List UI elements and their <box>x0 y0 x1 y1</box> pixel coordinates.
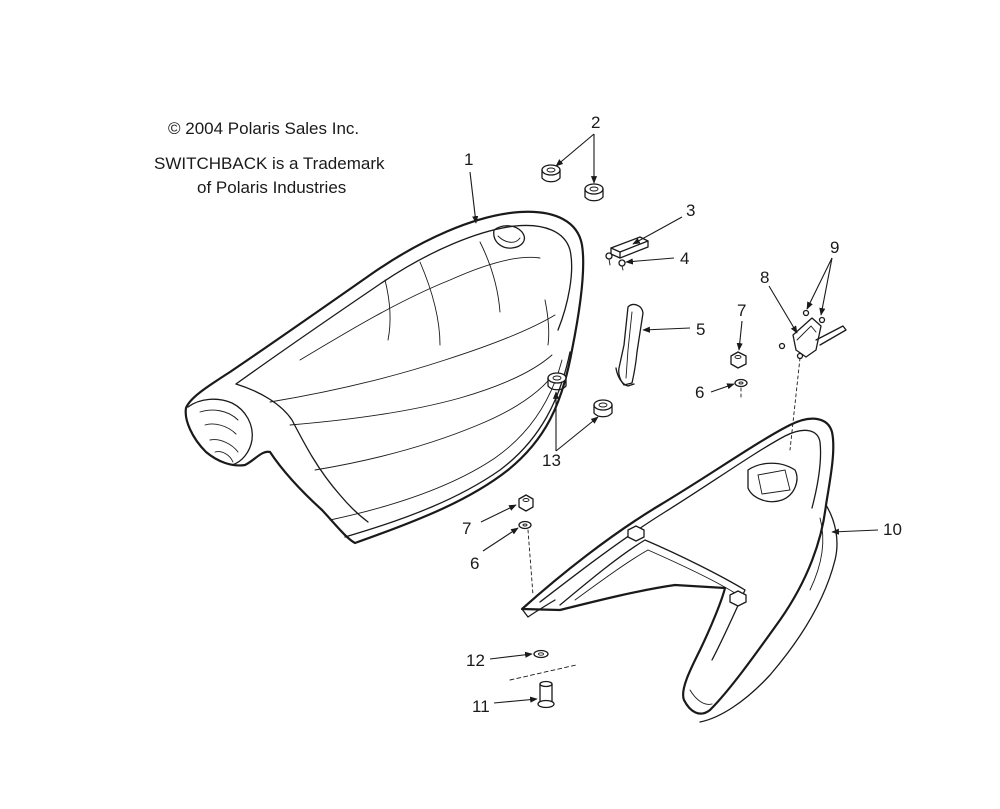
copyright-note: © 2004 Polaris Sales Inc. <box>168 119 359 138</box>
mounting-bolt <box>537 680 555 709</box>
callout-11: 11 <box>472 697 490 716</box>
callout-6-right: 6 <box>695 383 704 402</box>
callout-3: 3 <box>686 201 695 220</box>
screw-pair <box>605 252 626 271</box>
callout-5: 5 <box>696 320 705 339</box>
callout-labels: 1 2 3 4 5 7 6 8 9 10 13 7 6 12 11 <box>462 113 902 716</box>
grommet-pair-upper <box>541 164 604 202</box>
leader-lines <box>469 133 879 704</box>
grommet-pair-lower <box>547 372 613 418</box>
callout-2: 2 <box>591 113 600 132</box>
bottom-washer <box>509 649 577 681</box>
seat-latch <box>778 309 847 451</box>
callout-13: 13 <box>542 451 561 470</box>
latch-bracket <box>610 236 649 259</box>
callout-9: 9 <box>830 238 839 257</box>
callout-12: 12 <box>466 651 485 670</box>
callout-7-right: 7 <box>737 301 746 320</box>
nut-washer-right <box>730 351 748 401</box>
trademark-note-line2: of Polaris Industries <box>197 178 346 197</box>
seat-strap <box>615 303 644 387</box>
callout-6-left: 6 <box>470 554 479 573</box>
nut-washer-left <box>518 494 534 596</box>
callout-1: 1 <box>464 150 473 169</box>
seat-base <box>520 417 838 723</box>
seat-assembly <box>184 210 585 545</box>
callout-4: 4 <box>680 249 689 268</box>
trademark-note-line1: SWITCHBACK is a Trademark <box>154 154 385 173</box>
callout-10: 10 <box>883 520 902 539</box>
callout-8: 8 <box>760 268 769 287</box>
callout-7-left: 7 <box>462 519 471 538</box>
